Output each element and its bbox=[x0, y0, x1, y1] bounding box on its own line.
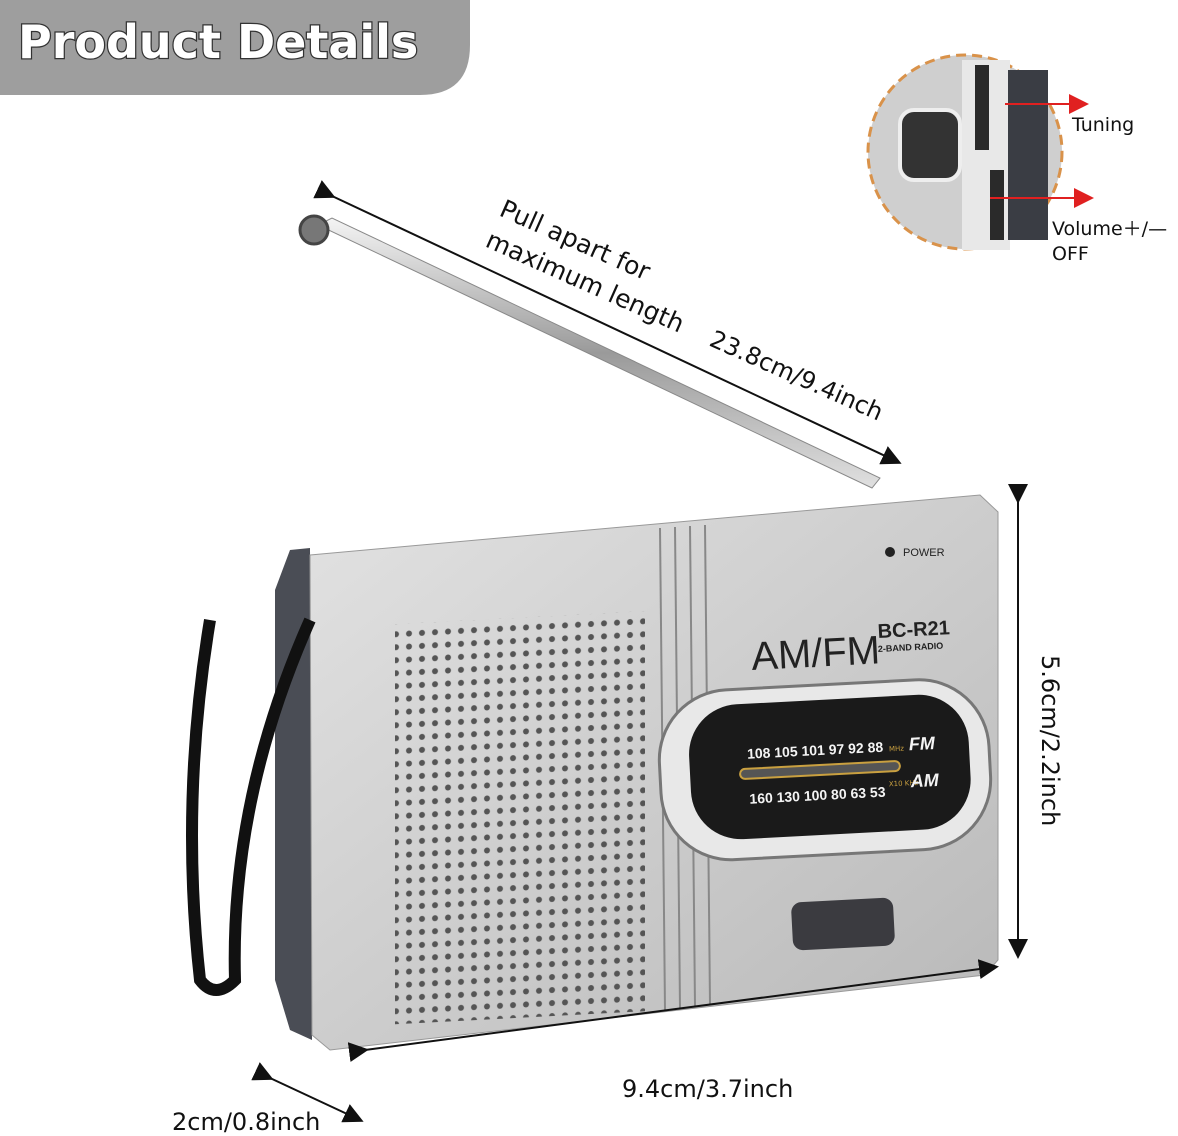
width-label: 9.4cm/3.7inch bbox=[622, 1075, 793, 1103]
fm-band: FM bbox=[908, 733, 936, 754]
model-label: BC-R21 bbox=[877, 617, 950, 643]
volume-wheel bbox=[990, 170, 1004, 240]
am-scale: 160 130 100 80 63 53 bbox=[749, 784, 886, 807]
tuning-wheel bbox=[975, 65, 989, 150]
brand-label: AM/FM bbox=[750, 628, 881, 679]
radio-body: POWER AM/FM BC-R21 2-BAND RADIO 108 105 … bbox=[186, 494, 999, 1051]
volume-label: Volume＋/— bbox=[1052, 218, 1167, 240]
am-unit: X10 KHz bbox=[889, 779, 919, 789]
depth-label: 2cm/0.8inch bbox=[172, 1108, 320, 1136]
product-details-banner: Product Details bbox=[0, 0, 470, 95]
controls-inset: Tuning Volume＋/— OFF bbox=[866, 53, 1167, 265]
speaker-grille bbox=[395, 611, 645, 1025]
off-label: OFF bbox=[1052, 243, 1089, 265]
wrist-strap bbox=[186, 617, 316, 996]
subtitle-label: 2-BAND RADIO bbox=[878, 641, 944, 654]
banner-title: Product Details bbox=[18, 15, 418, 69]
band-switch bbox=[791, 897, 895, 951]
am-band: AM bbox=[909, 770, 940, 792]
tuning-dial: 108 105 101 97 92 88 MHz FM 160 130 100 … bbox=[657, 678, 993, 862]
tuning-label: Tuning bbox=[1071, 114, 1134, 136]
power-label: POWER bbox=[903, 547, 945, 559]
fm-scale: 108 105 101 97 92 88 bbox=[747, 739, 884, 762]
fm-unit: MHz bbox=[889, 745, 905, 754]
antenna-dimension-line bbox=[313, 180, 902, 465]
width-dimension-line bbox=[347, 959, 999, 1063]
height-label: 5.6cm/2.2inch bbox=[1036, 655, 1064, 826]
depth-dimension-line bbox=[251, 1062, 364, 1123]
